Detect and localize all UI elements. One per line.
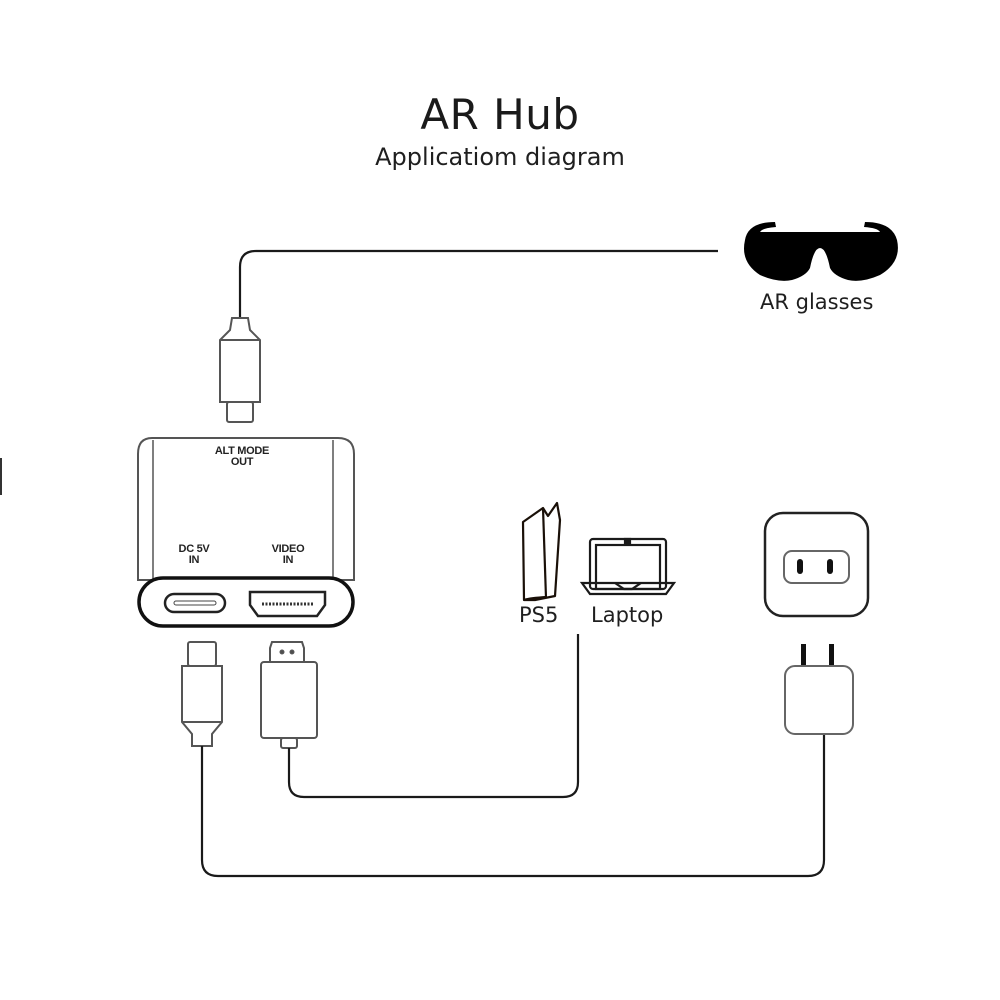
- diagram-subtitle: Applicatiom diagram: [375, 143, 625, 171]
- ps5-label: PS5: [519, 603, 559, 627]
- alt-mode-line2: OUT: [230, 456, 254, 468]
- usb-c-plug-bottom-icon: [181, 641, 223, 747]
- power-adapter-icon: [784, 644, 854, 735]
- alt-mode-out-label: ALT MODE OUT: [200, 446, 284, 468]
- power-cable: [200, 733, 826, 878]
- wall-socket-icon: [763, 511, 870, 618]
- hdmi-cable: [287, 634, 580, 799]
- dc-5v-in-label: DC 5V IN: [164, 544, 224, 566]
- ar-glasses-icon: [744, 222, 898, 281]
- laptop-label: Laptop: [591, 603, 664, 627]
- hdmi-plug-icon: [260, 641, 318, 749]
- ps5-console-icon: [521, 501, 562, 602]
- dc-line2: IN: [188, 554, 200, 566]
- ar-hub-device-icon: [137, 437, 355, 628]
- glasses-cable: [238, 249, 718, 318]
- video-line2: IN: [282, 554, 294, 566]
- dc-line1: DC 5V: [178, 543, 210, 555]
- video-in-label: VIDEO IN: [258, 544, 318, 566]
- diagram-title: AR Hub: [420, 90, 580, 139]
- alt-mode-line1: ALT MODE: [214, 445, 270, 457]
- laptop-icon: [579, 537, 677, 596]
- usb-c-plug-top-icon: [219, 317, 261, 423]
- video-line1: VIDEO: [271, 543, 305, 555]
- ar-glasses-label: AR glasses: [760, 290, 874, 314]
